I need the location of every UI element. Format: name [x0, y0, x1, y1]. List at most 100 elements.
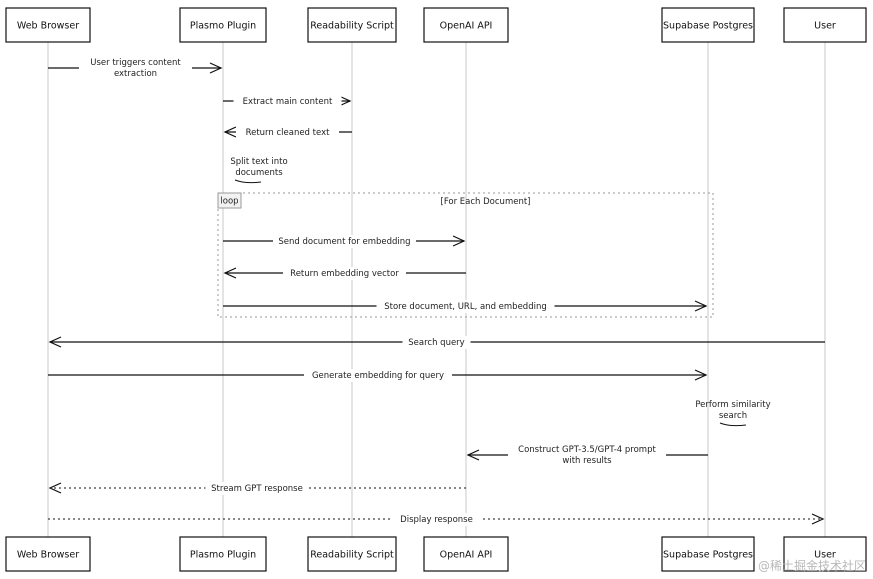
actor-box: [661, 7, 755, 43]
actor-openai-top: OpenAI API: [423, 7, 509, 43]
message-label-line: extraction: [114, 69, 157, 79]
actor-readability-bottom: Readability Script: [307, 536, 397, 572]
actor-label: OpenAI API: [440, 21, 493, 32]
message-label-bg: [392, 513, 481, 526]
actor-box: [423, 7, 509, 43]
message-label-bg: [236, 126, 339, 139]
actor-box: [179, 7, 267, 43]
actor-user-bottom: User: [783, 536, 867, 572]
self-message-stroke: [719, 422, 747, 427]
actor-label: Plasmo Plugin: [190, 21, 256, 32]
message-label-line: Store document, URL, and embedding: [384, 302, 547, 312]
message-label-bg: [273, 235, 416, 248]
message-label-line: User triggers content: [90, 58, 181, 68]
actor-browser-top: Web Browser: [5, 7, 91, 43]
message-2: Extract main content: [223, 95, 352, 108]
message-12: Stream GPT response: [48, 482, 466, 495]
actor-box: [5, 536, 91, 572]
message-label: Return cleaned text: [246, 128, 331, 138]
message-label-line: documents: [235, 168, 283, 178]
actor-label: Web Browser: [17, 550, 79, 561]
lifelines: [47, 42, 826, 537]
message-8: Search query: [48, 336, 825, 349]
message-label-bg: [508, 443, 666, 467]
message-label-line: with results: [562, 456, 612, 466]
actor-label: User: [814, 550, 836, 561]
actor-box: [661, 536, 755, 572]
message-3: Return cleaned text: [223, 126, 352, 139]
actor-supabase-bottom: Supabase Postgres: [661, 536, 755, 572]
actor-label: Supabase Postgres: [663, 550, 753, 561]
message-label: Extract main content: [243, 97, 333, 107]
loop-border: [217, 192, 714, 318]
loop-label: [For Each Document]: [441, 197, 531, 207]
actor-label: Readability Script: [310, 21, 394, 32]
message-label-line: Extract main content: [243, 97, 333, 107]
message-label: Store document, URL, and embedding: [384, 302, 547, 312]
message-label-line: Stream GPT response: [211, 484, 303, 494]
message-label: Send document for embedding: [278, 237, 410, 247]
actor-label: Supabase Postgres: [663, 21, 753, 32]
self-message-stroke: [234, 179, 262, 184]
message-13: Display response: [48, 513, 825, 526]
actor-box: [423, 536, 509, 572]
actor-plugin-top: Plasmo Plugin: [179, 7, 267, 43]
message-label-line: Send document for embedding: [278, 237, 410, 247]
loop-tag: loop: [220, 197, 238, 207]
message-label-line: Return cleaned text: [246, 128, 331, 138]
message-label: Stream GPT response: [211, 484, 303, 494]
message-label-line: Perform similarity: [695, 400, 770, 410]
message-label-line: Generate embedding for query: [312, 371, 444, 381]
message-label-bg: [304, 369, 452, 382]
message-label-line: Display response: [400, 515, 473, 525]
message-label-bg: [79, 56, 192, 80]
message-label: Search query: [408, 338, 464, 348]
message-7: Store document, URL, and embedding: [223, 300, 708, 313]
message-5: Send document for embedding: [223, 235, 466, 248]
actor-box: [179, 536, 267, 572]
actor-supabase-top: Supabase Postgres: [661, 7, 755, 43]
actor-readability-top: Readability Script: [307, 7, 397, 43]
message-9: Generate embedding for query: [48, 369, 708, 382]
message-label-bg: [402, 336, 471, 349]
actor-openai-bottom: OpenAI API: [423, 536, 509, 572]
actor-box: [783, 7, 867, 43]
actor-box: [5, 7, 91, 43]
message-label-line: Return embedding vector: [290, 269, 399, 279]
message-label: Generate embedding for query: [312, 371, 444, 381]
actor-label: Web Browser: [17, 21, 79, 32]
message-label-line: search: [719, 411, 747, 421]
message-6: Return embedding vector: [223, 267, 466, 280]
actor-box: [307, 536, 397, 572]
actor-box: [783, 536, 867, 572]
actor-plugin-bottom: Plasmo Plugin: [179, 536, 267, 572]
message-label-line: Search query: [408, 338, 464, 348]
actor-label: Readability Script: [310, 550, 394, 561]
actor-label: User: [814, 21, 836, 32]
actor-box: [307, 7, 397, 43]
message-label-bg: [233, 95, 342, 108]
message-label-bg: [283, 267, 406, 280]
message-label-line: Construct GPT-3.5/GPT-4 prompt: [518, 445, 656, 455]
message-label: Display response: [400, 515, 473, 525]
actor-user-top: User: [783, 7, 867, 43]
loop-tag-box: [217, 192, 242, 209]
actor-browser-bottom: Web Browser: [5, 536, 91, 572]
loop-frame: loop [For Each Document]: [217, 192, 714, 318]
message-label: Return embedding vector: [290, 269, 399, 279]
message-label-bg: [376, 300, 555, 313]
message-label-line: Split text into: [230, 157, 287, 167]
actor-label: Plasmo Plugin: [190, 550, 256, 561]
actor-label: OpenAI API: [440, 550, 493, 561]
message-label-bg: [205, 482, 309, 495]
